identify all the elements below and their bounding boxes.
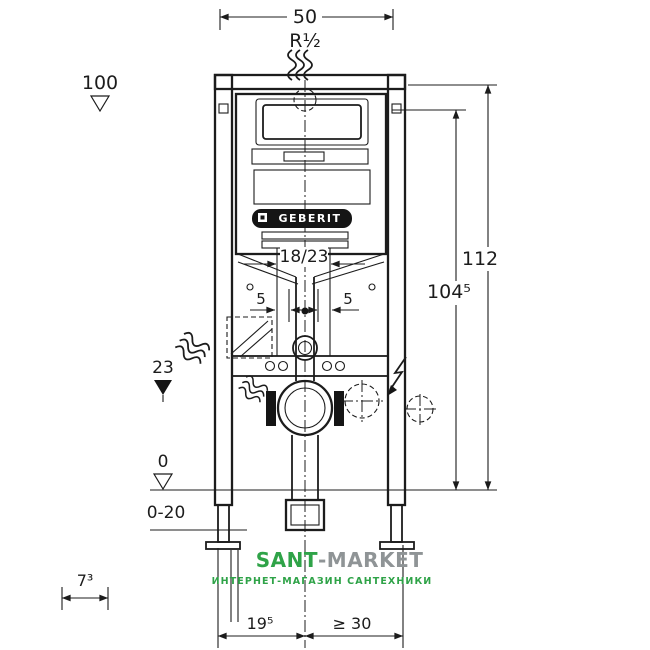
dim-upper-height-label: 104⁵ — [427, 281, 471, 303]
dim-outlet-offset-label: 19⁵ — [247, 614, 274, 633]
dim-offset-left-label: 5 — [256, 290, 266, 308]
thread-label: R½ — [289, 30, 321, 52]
foot-right — [390, 504, 403, 543]
flush-pipe-assembly — [264, 248, 346, 381]
crossbar-screw-hole — [277, 360, 289, 372]
level-zero-label: 0 — [158, 452, 169, 472]
foot-plate-right — [379, 541, 415, 550]
crossbar-screw-hole — [264, 360, 276, 372]
service-opening-outer — [255, 98, 369, 146]
flush-mechanism-area — [253, 169, 371, 205]
level-top-label: 100 — [82, 72, 118, 94]
water-wave-icon-inner — [238, 375, 269, 403]
level-triangle-icon-floor — [152, 473, 174, 491]
level-markers — [89, 95, 174, 491]
watermark-brand-secondary: -MARKET — [318, 548, 423, 572]
dim-clearance-label: ≥ 30 — [333, 614, 372, 633]
dim-offset-right-label: 5 — [343, 290, 353, 308]
cistern-funnel-inner — [237, 261, 385, 285]
concealed-cistern: GEBERIT — [234, 88, 388, 291]
mounting-frame — [205, 73, 415, 550]
dim-bottom — [61, 545, 404, 648]
crossbar-screw-hole — [334, 360, 346, 372]
water-wave-icon-top — [287, 49, 313, 81]
watermark-brand-primary: SANT — [256, 548, 318, 572]
rail-fixing-hole-left — [218, 103, 229, 114]
dim-flush-pipe — [243, 247, 365, 268]
dim-flush-pipe-label: 18/23 — [280, 247, 329, 267]
geberit-logo-text: GEBERIT — [278, 212, 341, 225]
actuator-housing — [251, 148, 369, 165]
watermark-tagline: ИНТЕРНЕТ-МАГАЗИН САНТЕХНИКИ — [212, 576, 433, 587]
alternative-outlet-positions — [341, 380, 436, 425]
dim-heights-right — [392, 84, 497, 491]
crossbar-screw-hole — [321, 360, 333, 372]
level-triangle-icon-outlet — [154, 380, 172, 395]
floor-outlet-box — [284, 498, 326, 532]
dim-overall-height-label: 112 — [462, 248, 498, 270]
watermark: SANT -MARKET ИНТЕРНЕТ-МАГАЗИН САНТЕХНИКИ — [212, 548, 433, 587]
outlet-pipe — [284, 435, 326, 532]
dim-foot-label: 7³ — [77, 571, 94, 590]
pipe-fitting — [292, 335, 318, 361]
dim-frame-width — [219, 9, 394, 30]
flush-pipe-center-point — [301, 307, 309, 315]
foot-left — [217, 504, 230, 543]
rail-fixing-hole-right — [391, 103, 402, 114]
lower-crossbar — [231, 355, 389, 377]
bend-flange-left — [266, 391, 276, 426]
angle-valve-protection-box — [226, 316, 273, 359]
bend-flange-right — [334, 391, 344, 426]
floor-lines — [150, 489, 497, 531]
level-triangle-icon-top — [89, 95, 111, 113]
water-supply-connection — [293, 88, 317, 112]
floor-range-label: 0-20 — [147, 503, 186, 523]
cistern-funnel-outer — [237, 253, 385, 278]
dim-frame-width-label: 50 — [293, 6, 317, 28]
level-outlet-label: 23 — [152, 358, 174, 378]
geberit-logo: GEBERIT — [252, 209, 352, 228]
foot-plate-left — [205, 541, 241, 550]
service-opening-inner — [262, 104, 362, 140]
outlet-bend — [266, 379, 344, 437]
water-wave-icon-left — [174, 331, 211, 364]
lightning-icon — [387, 356, 407, 396]
